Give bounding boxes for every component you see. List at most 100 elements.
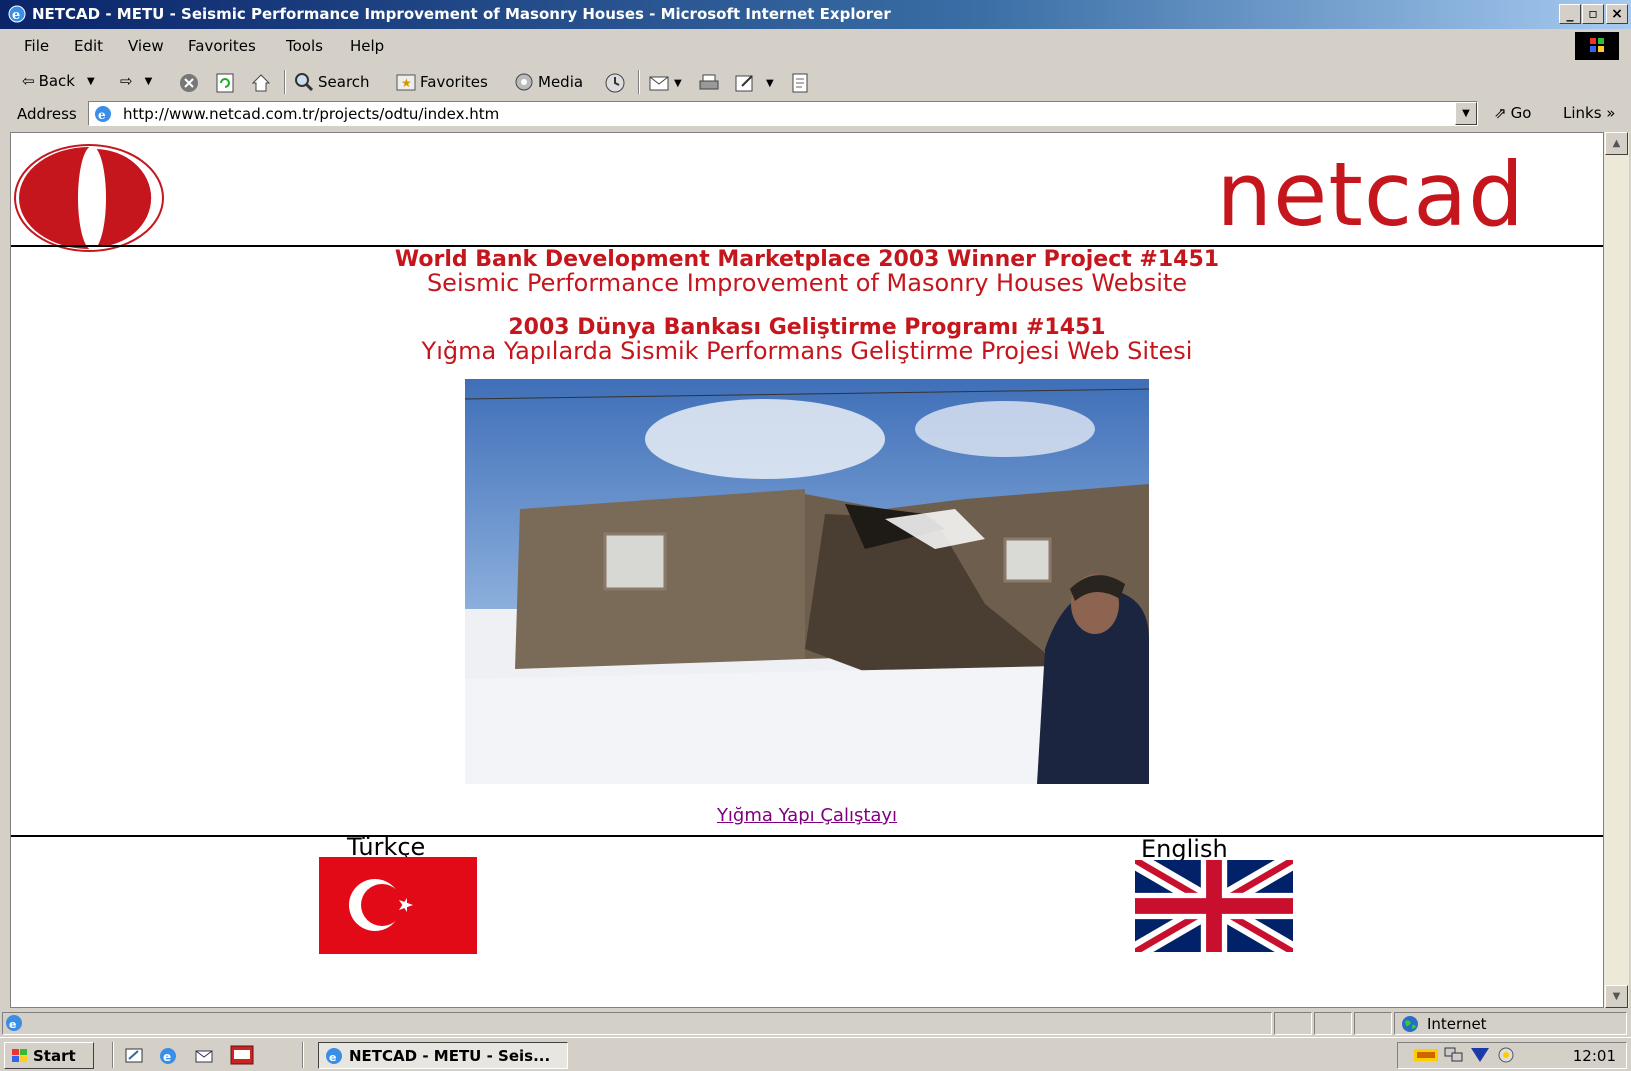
menu-favorites[interactable]: Favorites	[188, 37, 256, 55]
page-icon: e	[95, 106, 111, 122]
window-title-bar[interactable]: e NETCAD - METU - Seismic Performance Im…	[0, 0, 1631, 29]
mail-dropdown-icon[interactable]: ▼	[674, 77, 682, 89]
scroll-up-button[interactable]: ▲	[1605, 132, 1628, 155]
history-icon	[605, 73, 625, 93]
menu-help[interactable]: Help	[350, 37, 385, 55]
edit-icon	[735, 75, 753, 92]
ie-window-icon: e	[326, 1047, 342, 1064]
taskbar: Start e e NETCAD - METU - Seis... 12:01	[0, 1037, 1631, 1071]
home-button[interactable]	[250, 72, 272, 94]
project-subtitle-en: Seismic Performance Improvement of Mason…	[426, 269, 1188, 297]
scroll-down-button[interactable]: ▼	[1605, 985, 1628, 1008]
back-dropdown-icon[interactable]: ▼	[87, 75, 95, 87]
search-button[interactable]: Search	[294, 72, 370, 92]
menu-tools[interactable]: Tools	[286, 37, 323, 55]
start-button[interactable]: Start	[4, 1042, 94, 1069]
address-url: http://www.netcad.com.tr/projects/odtu/i…	[123, 105, 500, 123]
search-label: Search	[318, 73, 370, 91]
edit-button[interactable]: ▼	[734, 72, 774, 94]
close-button[interactable]: ×	[1606, 4, 1628, 24]
page-status-icon: e	[6, 1015, 22, 1031]
print-button[interactable]	[698, 72, 720, 94]
address-input[interactable]: e http://www.netcad.com.tr/projects/odtu…	[88, 101, 1478, 126]
utility-tray-icon[interactable]	[1496, 1045, 1516, 1065]
project-subtitle-tr: Yığma Yapılarda Sismik Performans Gelişt…	[421, 337, 1193, 365]
toolbar-separator	[638, 70, 640, 94]
search-icon	[295, 73, 314, 92]
svg-text:e: e	[98, 108, 106, 122]
back-arrow-icon: ⇦	[22, 72, 35, 90]
turkish-label: Türkçe	[347, 833, 426, 861]
page-viewport: netcad World Bank Development Marketplac…	[10, 132, 1604, 1008]
print-icon	[699, 74, 719, 90]
back-label: Back	[38, 72, 75, 90]
menu-file[interactable]: File	[24, 37, 50, 55]
start-label: Start	[33, 1046, 76, 1065]
go-button[interactable]: ⇗ Go	[1494, 104, 1531, 122]
status-bar: e Internet	[0, 1010, 1631, 1037]
restore-button[interactable]: ▫	[1582, 4, 1604, 24]
favorites-label: Favorites	[420, 73, 488, 91]
home-icon	[251, 74, 271, 92]
outlook-express-icon[interactable]	[194, 1046, 214, 1066]
system-tray: 12:01	[1397, 1042, 1627, 1069]
svg-text:e: e	[9, 1018, 16, 1031]
project-title-en: World Bank Development Marketplace 2003 …	[394, 247, 1220, 272]
netcad-logo: netcad	[1216, 143, 1525, 246]
uk-flag-link[interactable]	[1135, 860, 1293, 952]
discuss-icon	[792, 73, 808, 93]
metu-logo	[14, 144, 164, 252]
menu-edit[interactable]: Edit	[74, 37, 104, 55]
media-button[interactable]: Media	[514, 72, 583, 92]
address-dropdown-button[interactable]: ▼	[1455, 102, 1477, 125]
toolbar-separator	[284, 70, 286, 94]
mail-button[interactable]: ▼	[648, 72, 682, 94]
status-pane	[1354, 1012, 1392, 1035]
quicklaunch-separator	[112, 1042, 114, 1068]
damaged-masonry-house-photo	[465, 379, 1149, 784]
antivirus-tray-icon[interactable]	[1470, 1046, 1490, 1064]
stop-button[interactable]	[178, 72, 200, 94]
workshop-link[interactable]: Yığma Yapı Çalıştayı	[716, 805, 898, 826]
favorites-star-icon: ★	[396, 74, 416, 91]
internet-explorer-quicklaunch-icon[interactable]: e	[158, 1046, 178, 1066]
application-quicklaunch-icon[interactable]	[230, 1045, 254, 1065]
window-title: NETCAD - METU - Seismic Performance Impr…	[32, 5, 891, 23]
menu-view[interactable]: View	[128, 37, 164, 55]
discuss-button[interactable]	[790, 72, 810, 94]
forward-dropdown-icon[interactable]: ▼	[144, 75, 153, 87]
status-main-pane: e	[2, 1012, 1272, 1035]
media-icon	[515, 73, 533, 91]
minimize-button[interactable]: _	[1559, 4, 1581, 24]
vertical-scrollbar[interactable]: ▲ ▼	[1604, 132, 1629, 1008]
header-divider	[11, 245, 1603, 247]
taskbar-window-label: NETCAD - METU - Seis...	[349, 1046, 551, 1065]
svg-text:★: ★	[401, 76, 412, 90]
standard-toolbar: ⇦ Back ▼ ⇨ ▼ Search ★ Favorites Media ▼ …	[0, 64, 1631, 98]
mail-icon	[649, 76, 669, 91]
taskbar-window-button[interactable]: e NETCAD - METU - Seis...	[318, 1042, 568, 1069]
edit-dropdown-icon[interactable]: ▼	[766, 77, 774, 89]
favorites-button[interactable]: ★ Favorites	[396, 72, 488, 92]
links-button[interactable]: Links »	[1563, 104, 1616, 122]
turkish-flag-link[interactable]	[319, 857, 477, 954]
forward-button[interactable]: ⇨ ▼	[120, 72, 152, 90]
language-tray-icon[interactable]	[1414, 1046, 1438, 1064]
network-tray-icon[interactable]	[1444, 1046, 1464, 1064]
back-button[interactable]: ⇦ Back ▼	[22, 72, 95, 90]
svg-text:e: e	[329, 1051, 336, 1064]
status-pane	[1314, 1012, 1352, 1035]
english-label: English	[1141, 835, 1228, 863]
security-zone-pane: Internet	[1394, 1012, 1627, 1035]
refresh-icon	[216, 73, 234, 93]
media-label: Media	[538, 73, 584, 91]
stop-icon	[180, 74, 198, 92]
windows-logo-icon	[1575, 32, 1619, 60]
project-title-tr: 2003 Dünya Bankası Geliştirme Programı #…	[508, 315, 1106, 340]
history-button[interactable]	[604, 72, 626, 94]
menu-bar: File Edit View Favorites Tools Help	[0, 31, 1631, 61]
security-zone-label: Internet	[1427, 1015, 1487, 1033]
refresh-button[interactable]	[214, 72, 236, 94]
show-desktop-icon[interactable]	[124, 1046, 144, 1066]
address-bar: Address e http://www.netcad.com.tr/proje…	[0, 98, 1631, 130]
